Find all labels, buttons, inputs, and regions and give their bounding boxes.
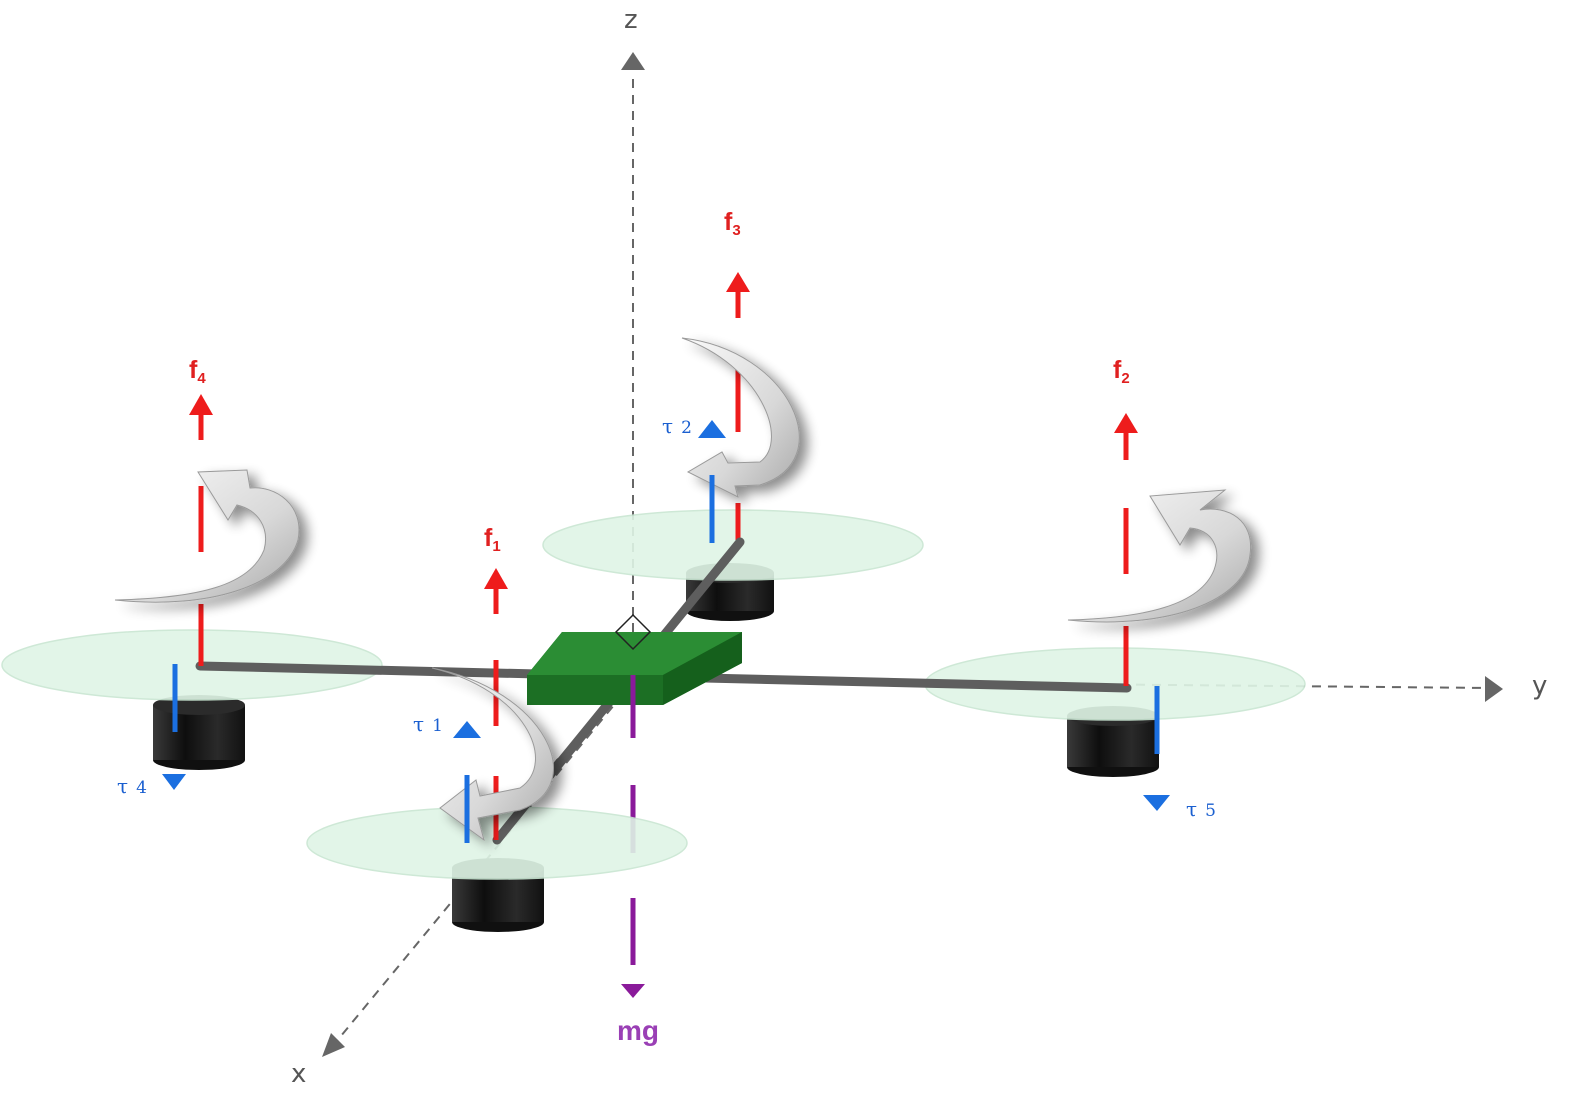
propeller-disc-4: [1, 629, 383, 701]
coordinate-axes: z y x: [291, 5, 1547, 1089]
motor-4: [153, 695, 245, 770]
y-axis: [639, 679, 1491, 689]
x-axis: [335, 681, 634, 1043]
force-label-f4: f4: [189, 356, 206, 387]
thrust-f4: f4: [189, 356, 213, 666]
torque-marker-5: [1143, 795, 1170, 811]
force-label-f1: f1: [484, 524, 501, 555]
force-label-f2: f2: [1113, 356, 1130, 387]
rotation-arrow-1: [431, 667, 554, 842]
center-of-mass-marker: [614, 613, 652, 651]
gravity-label: mg: [617, 1015, 659, 1046]
thrust-f3: f3: [724, 208, 750, 540]
y-axis-arrowhead: [1485, 676, 1503, 702]
rotation-arrow-4: [114, 469, 300, 603]
force-label-f3: f3: [724, 208, 741, 239]
central-body: [527, 613, 742, 705]
thrust-f2: f2: [1113, 356, 1138, 686]
torque-marker-2: [698, 420, 726, 438]
x-axis-label: x: [291, 1059, 306, 1089]
rotation-arrow-2: [1067, 489, 1252, 623]
torque-marker-1: [453, 721, 481, 738]
z-axis-label: z: [624, 5, 638, 35]
y-axis-label: y: [1532, 671, 1547, 701]
z-axis-arrowhead: [621, 52, 645, 70]
gravity-mg: mg: [617, 675, 659, 1046]
rotation-arrow-3: [681, 337, 800, 498]
x-axis-arrowhead: [322, 1033, 345, 1057]
torque-marker-4: [162, 774, 186, 790]
